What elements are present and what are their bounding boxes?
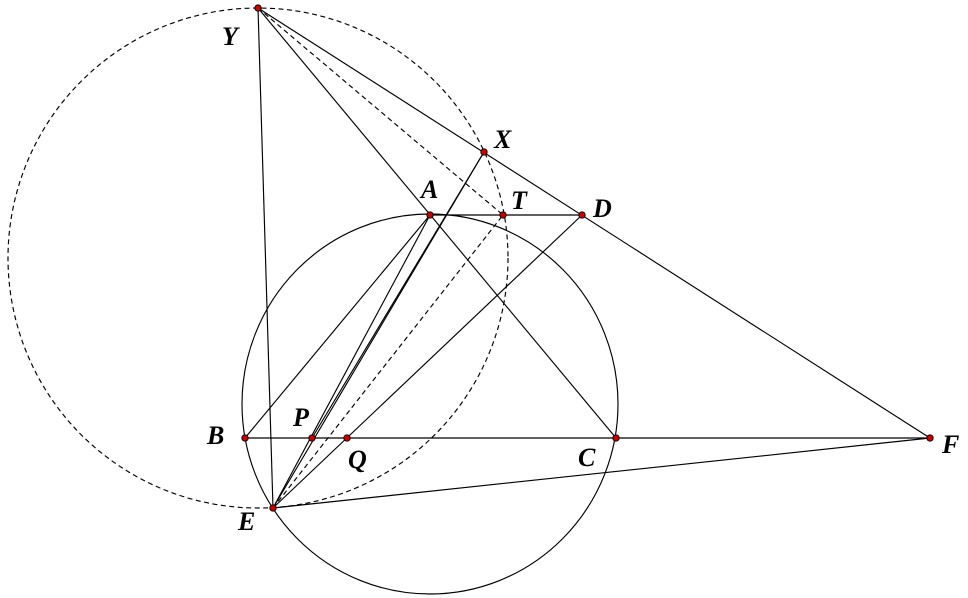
point-x — [480, 148, 488, 156]
point-t — [499, 211, 507, 219]
label-x: X — [493, 125, 512, 154]
line-ye — [257, 7, 274, 509]
line-ef — [272, 437, 931, 509]
label-y: Y — [222, 22, 240, 51]
point-q — [343, 434, 351, 442]
line-yc — [257, 7, 617, 439]
line-ex — [272, 151, 485, 509]
label-f: F — [941, 430, 959, 459]
point-y — [254, 4, 262, 12]
point-f — [926, 434, 934, 442]
label-d: D — [592, 194, 612, 223]
point-b — [241, 434, 249, 442]
label-p: P — [292, 403, 310, 432]
line-ea — [272, 214, 431, 509]
line-ba — [244, 214, 431, 439]
label-q: Q — [348, 445, 367, 474]
label-b: B — [206, 421, 224, 450]
label-a: A — [419, 175, 438, 204]
point-e — [269, 504, 277, 512]
line-ed — [272, 214, 583, 509]
point-d — [578, 211, 586, 219]
label-t: T — [511, 186, 528, 215]
point-a — [426, 211, 434, 219]
dashed-et — [272, 214, 504, 509]
dashed-yt — [257, 7, 504, 216]
label-e: E — [237, 507, 255, 536]
line-yf — [257, 7, 931, 439]
label-c: C — [578, 443, 596, 472]
point-c — [612, 434, 620, 442]
point-p — [308, 434, 316, 442]
